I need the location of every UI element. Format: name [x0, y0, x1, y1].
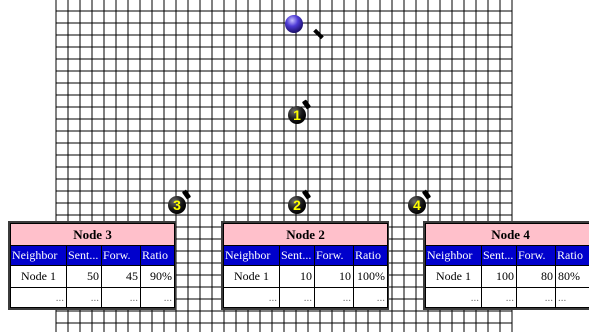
node-4-title: Node 4	[425, 223, 589, 246]
cell-ratio: ...	[352, 287, 389, 308]
col-forwarded: Forw.	[516, 245, 556, 266]
cell-sent: 10	[279, 265, 315, 288]
cell-neighbor: ...	[223, 287, 280, 308]
cell-sent: 100	[481, 265, 517, 288]
cell-ratio: 100%	[352, 265, 389, 288]
cell-ratio: ...	[554, 287, 589, 308]
node-3-stats-table: Node 3 Neighbor Sent... Forw. Ratio Node…	[9, 223, 176, 308]
node-3-icon[interactable]: 3	[168, 189, 192, 214]
col-ratio: Ratio	[139, 245, 176, 266]
mobile-agent-icon[interactable]	[285, 15, 303, 33]
node-3-stats-panel: Node 3 Neighbor Sent... Forw. Ratio Node…	[8, 221, 176, 310]
cell-forwarded: 80	[516, 265, 556, 288]
col-sent: Sent...	[66, 245, 102, 266]
node-3-title: Node 3	[9, 223, 176, 246]
cell-sent: 50	[66, 265, 102, 288]
table-row: ... ... ... ...	[425, 287, 589, 308]
node-4-icon[interactable]: 4	[408, 189, 432, 214]
cell-forwarded: ...	[314, 287, 354, 308]
table-row: Node 1 100 80 80%	[425, 265, 589, 288]
col-sent: Sent...	[481, 245, 517, 266]
cell-neighbor: Node 1	[425, 265, 482, 288]
cell-ratio: 90%	[139, 265, 176, 288]
col-ratio: Ratio	[352, 245, 389, 266]
cell-ratio: 80%	[554, 265, 589, 288]
cell-neighbor: Node 1	[10, 265, 67, 288]
col-forwarded: Forw.	[314, 245, 354, 266]
table-row: ... ... ... ...	[10, 287, 176, 308]
cell-forwarded: ...	[101, 287, 141, 308]
col-neighbor: Neighbor	[10, 245, 67, 266]
col-neighbor: Neighbor	[223, 245, 280, 266]
cell-neighbor: ...	[425, 287, 482, 308]
node-2-stats-table: Node 2 Neighbor Sent... Forw. Ratio Node…	[222, 223, 389, 308]
cell-forwarded: 10	[314, 265, 354, 288]
node-2-icon[interactable]: 2	[288, 189, 312, 214]
node-4-stats-table: Node 4 Neighbor Sent... Forw. Ratio Node…	[425, 223, 589, 308]
cell-forwarded: ...	[516, 287, 556, 308]
col-forwarded: Forw.	[101, 245, 141, 266]
node-3-label: 3	[173, 197, 181, 213]
table-row: Node 1 10 10 100%	[223, 265, 389, 288]
cell-neighbor: Node 1	[223, 265, 280, 288]
node-1-label: 1	[293, 107, 301, 123]
col-ratio: Ratio	[554, 245, 589, 266]
table-row: Node 1 50 45 90%	[10, 265, 176, 288]
col-neighbor: Neighbor	[425, 245, 482, 266]
node-2-title: Node 2	[222, 223, 389, 246]
node-2-label: 2	[293, 197, 301, 213]
cell-sent: ...	[481, 287, 517, 308]
node-2-stats-panel: Node 2 Neighbor Sent... Forw. Ratio Node…	[221, 221, 389, 310]
cell-forwarded: 45	[101, 265, 141, 288]
cell-ratio: ...	[139, 287, 176, 308]
node-4-label: 4	[413, 197, 421, 213]
col-sent: Sent...	[279, 245, 315, 266]
cell-neighbor: ...	[10, 287, 67, 308]
node-4-stats-panel: Node 4 Neighbor Sent... Forw. Ratio Node…	[423, 221, 589, 310]
cell-sent: ...	[279, 287, 315, 308]
node-1-icon[interactable]: 1	[288, 99, 312, 124]
table-row: ... ... ... ...	[223, 287, 389, 308]
cell-sent: ...	[66, 287, 102, 308]
